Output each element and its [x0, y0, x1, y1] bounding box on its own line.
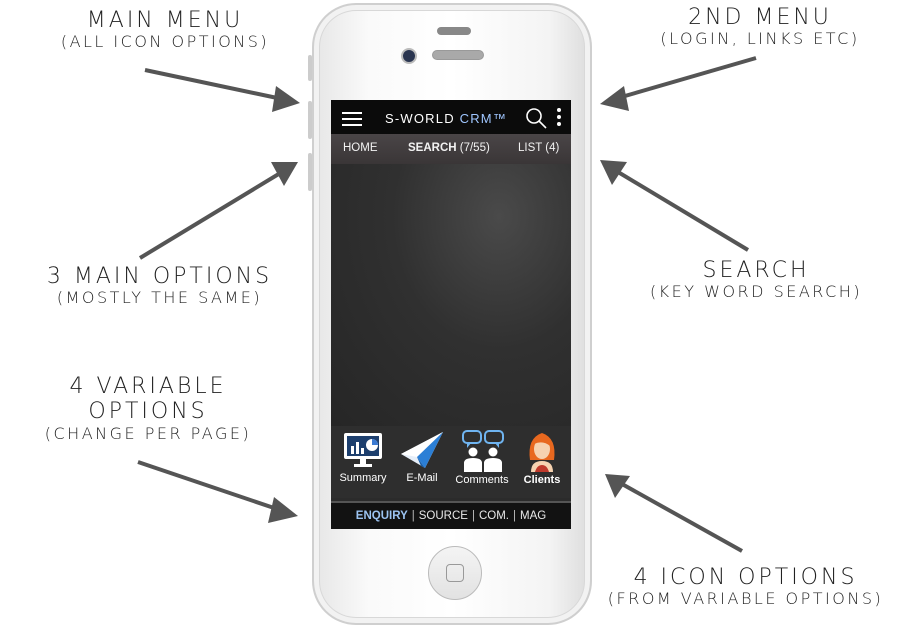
comments-button[interactable]: Comments [452, 430, 512, 496]
option-com[interactable]: COM. [478, 510, 509, 522]
separator: | [513, 510, 516, 522]
annotation-title-line2: OPTIONS [88, 399, 208, 425]
arrow-main-menu [144, 68, 283, 101]
arrow-main-menu-head [272, 86, 300, 112]
annotation-title: 4 VARIABLE [69, 374, 227, 399]
arrow-four-icon-head [605, 474, 630, 498]
monitor-chart-icon [344, 433, 382, 467]
phone-device: S-WORLD CRM™ HOME SEARCH (7/55) LIST (4) [308, 3, 592, 625]
clients-button[interactable]: Clients [512, 430, 571, 496]
tab-list[interactable]: LIST (4) [518, 142, 560, 154]
arrow-search [616, 170, 750, 252]
annotation-subtitle: (CHANGE PER PAGE) [44, 423, 252, 443]
tab-search-label: SEARCH [408, 142, 457, 154]
annotation-title: 2ND MENU [688, 5, 832, 30]
option-enquiry[interactable]: ENQUIRY [355, 510, 408, 522]
arrow-three-main-head [271, 162, 298, 186]
arrow-second-menu [617, 56, 757, 100]
annotation-title: 4 ICON OPTIONS [633, 565, 858, 590]
phone-speaker [432, 50, 484, 60]
content-area [331, 164, 571, 426]
annotation-search: SEARCH (KEY WORD SEARCH) [640, 258, 872, 302]
annotation-four-variable-options: 4 VARIABLE OPTIONS (CHANGE PER PAGE) [28, 374, 268, 443]
arrow-second-menu-head [600, 86, 629, 111]
annotation-title: MAIN MENU [86, 8, 244, 33]
clients-label: Clients [523, 474, 561, 486]
annotation-second-menu: 2ND MENU (LOGIN, LINKS ETC) [640, 5, 880, 49]
annotation-subtitle: (LOGIN, LINKS ETC) [660, 29, 860, 49]
kebab-icon[interactable] [555, 108, 563, 128]
arrow-four-icon [621, 482, 743, 553]
app-screen: S-WORLD CRM™ HOME SEARCH (7/55) LIST (4) [331, 100, 571, 529]
summary-button[interactable]: Summary [333, 430, 393, 496]
brand-main: S-WORLD [385, 111, 460, 126]
people-speech-icon [462, 430, 504, 472]
phone-volume-up [308, 101, 312, 139]
annotation-title: 3 MAIN OPTIONS [46, 264, 273, 289]
annotation-four-icon-options: 4 ICON OPTIONS (FROM VARIABLE OPTIONS) [598, 565, 893, 609]
option-mag[interactable]: MAG [520, 510, 547, 522]
icon-options-row: Summary E-Mail [331, 426, 571, 498]
phone-side-button [308, 55, 312, 81]
email-button[interactable]: E-Mail [392, 430, 452, 496]
annotation-title: SEARCH [702, 258, 810, 283]
main-options-nav: HOME SEARCH (7/55) LIST (4) [331, 134, 571, 164]
annotation-subtitle: (MOSTLY THE SAME) [56, 288, 263, 308]
arrow-four-variable [137, 460, 281, 512]
annotation-three-main-options: 3 MAIN OPTIONS (MOSTLY THE SAME) [22, 264, 297, 308]
phone-home-button[interactable] [428, 546, 482, 600]
brand-accent: CRM™ [459, 111, 508, 126]
hamburger-icon[interactable] [342, 112, 362, 126]
search-icon[interactable] [525, 107, 547, 129]
annotation-subtitle: (FROM VARIABLE OPTIONS) [607, 589, 884, 609]
summary-label: Summary [339, 472, 387, 484]
variable-options-bar: ENQUIRY|SOURCE|COM.|MAG [331, 501, 571, 529]
annotation-main-menu: MAIN MENU (ALL ICON OPTIONS) [40, 8, 290, 52]
arrow-search-head [600, 160, 627, 185]
app-top-bar: S-WORLD CRM™ [331, 100, 571, 134]
annotation-subtitle: (ALL ICON OPTIONS) [60, 32, 270, 52]
separator: | [411, 510, 415, 522]
arrow-three-main [138, 170, 284, 260]
option-source[interactable]: SOURCE [418, 510, 468, 522]
phone-volume-down [308, 153, 312, 191]
arrow-four-variable-head [268, 497, 298, 523]
paper-plane-icon [401, 432, 443, 468]
tab-home[interactable]: HOME [343, 142, 378, 154]
separator: | [471, 510, 475, 522]
comments-label: Comments [455, 474, 509, 486]
email-label: E-Mail [406, 472, 438, 484]
woman-avatar-icon [529, 433, 555, 472]
annotation-subtitle: (KEY WORD SEARCH) [649, 282, 863, 302]
phone-sensor [437, 27, 471, 35]
tab-search[interactable]: SEARCH (7/55) [408, 142, 490, 154]
phone-camera [401, 48, 417, 64]
tab-search-count: (7/55) [456, 142, 490, 154]
app-brand-title: S-WORLD CRM™ [385, 111, 507, 126]
